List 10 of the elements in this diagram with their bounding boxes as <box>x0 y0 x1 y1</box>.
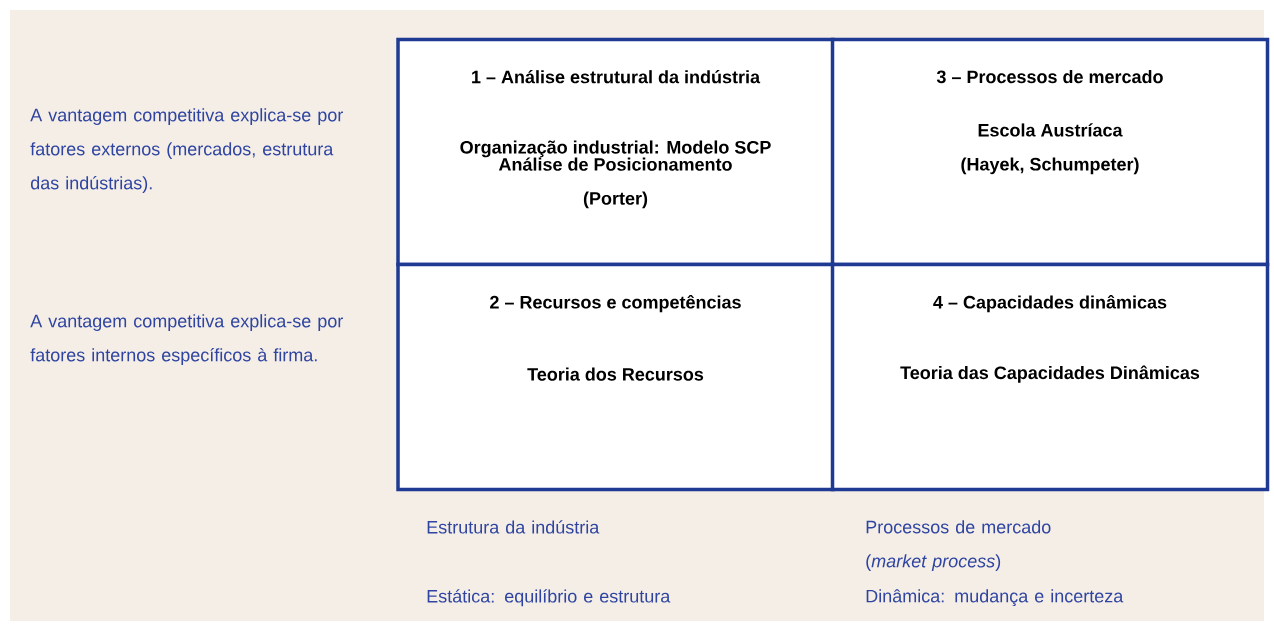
note-text: Dinâmica: mudança e incerteza <box>866 589 1124 607</box>
note-text: A vantagem competitiva explica-se por fatores externos (mercados, estrutura das indústrias). <box>30 108 343 193</box>
note-text: Processos de mercado (market process) <box>866 520 1051 571</box>
note-text: Estrutura da indústria <box>427 520 600 534</box>
quadrant-box: 2 – Recursos e competências Teoria dos Recursos <box>396 262 835 492</box>
note-text: A vantagem competitiva explica-se por fatores internos específicos à firma. <box>30 314 343 365</box>
quadrant-box: 1 – Análise estrutural da indústria Organização industrial: Modelo SCP Análise de Posicionamento (Porter) <box>396 37 835 267</box>
quadrant-box: 3 – Processos de mercado Escola Austríaca (Hayek, Schumpeter) <box>830 37 1270 267</box>
quadrant-box: 4 – Capacidades dinâmicas Teoria das Capacidades Dinâmicas <box>830 262 1270 492</box>
note-text: Estática: equilíbrio e estrutura <box>427 589 671 607</box>
